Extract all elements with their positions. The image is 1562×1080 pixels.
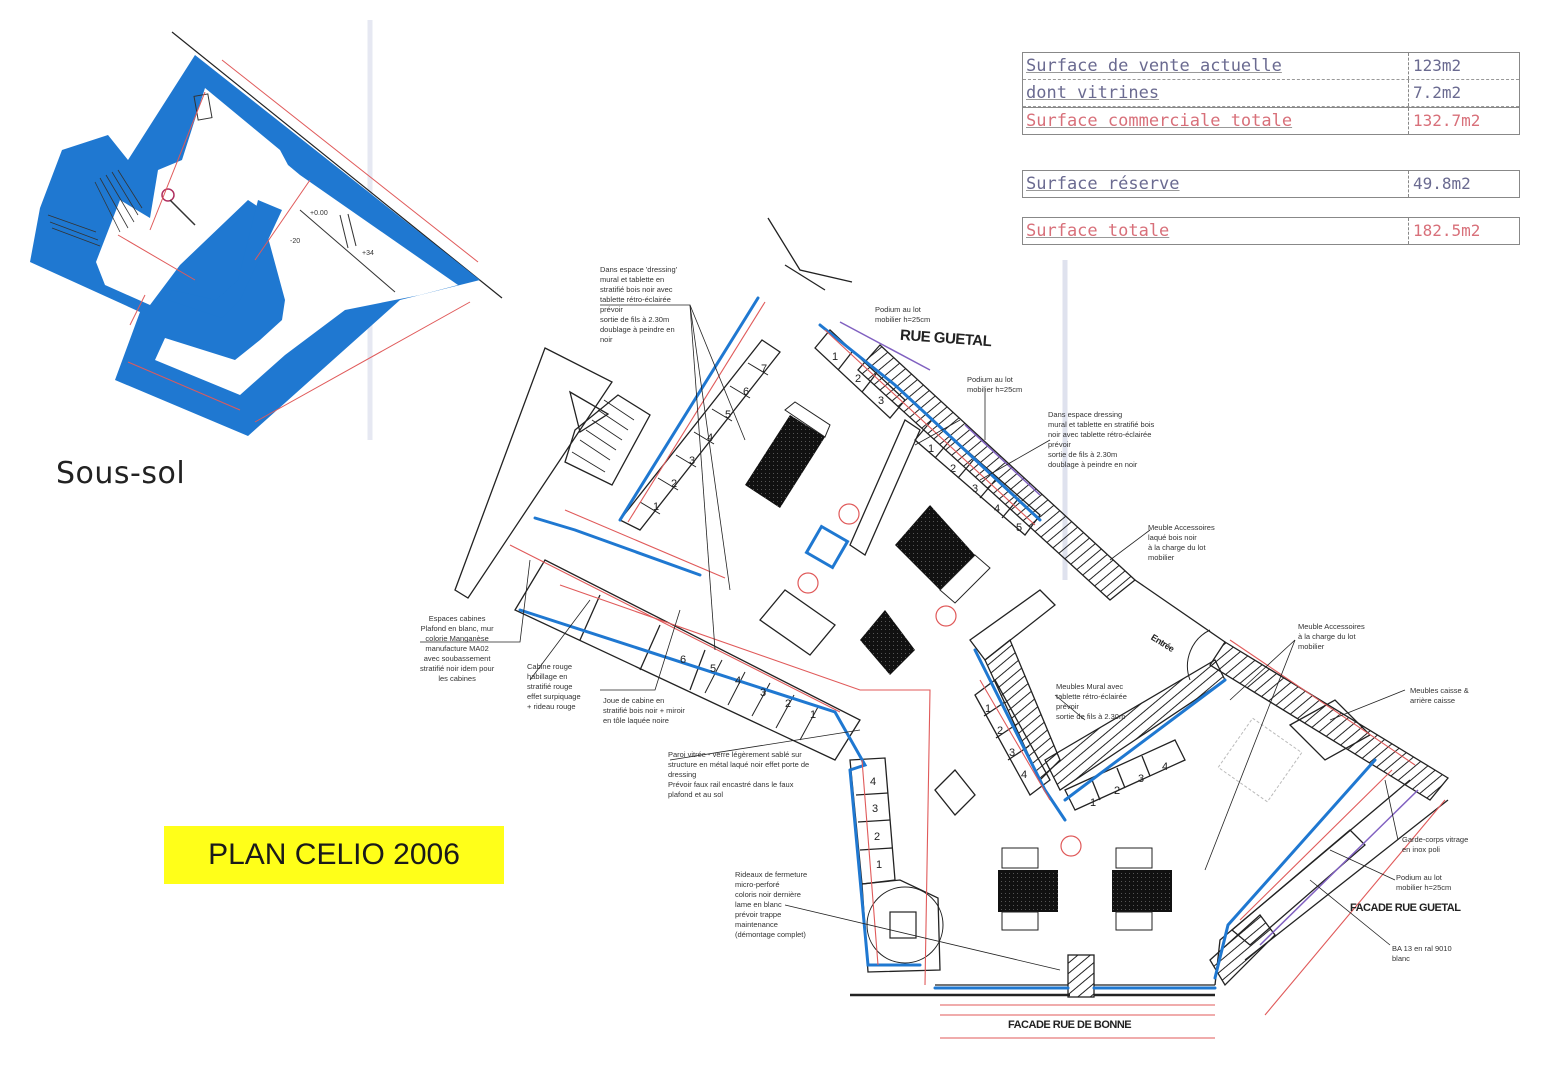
svg-text:5: 5 (710, 663, 716, 675)
note-podium-facade: Podium au lot mobilier h=25cm (1396, 873, 1452, 892)
svg-text:4: 4 (994, 503, 1000, 515)
surface-value-highlight: 132.7m2 (1408, 108, 1519, 134)
display-tables (745, 401, 1172, 931)
svg-text:1: 1 (810, 709, 816, 721)
section-markers (797, 503, 1082, 857)
surface-value: 49.8m2 (1408, 171, 1519, 197)
note-joues-cabine: Joue de cabine en stratifié bois noir + … (603, 696, 685, 725)
svg-text:7: 7 (761, 363, 767, 375)
svg-text:1: 1 (928, 443, 934, 455)
note-espaces-cabines: Espaces cabines Plafond en blanc, mur co… (420, 614, 495, 683)
surface-group-total: Surface totale 182.5m2 (1022, 217, 1520, 245)
street-label-facade-rue-de-bonne: FACADE RUE DE BONNE (1008, 1019, 1132, 1031)
table-row: Surface commerciale totale 132.7m2 (1023, 107, 1519, 134)
svg-text:3: 3 (1009, 747, 1015, 759)
surface-label-highlight: Surface commerciale totale (1026, 111, 1293, 131)
level-minus20: -20 (290, 238, 300, 245)
basement-label: Sous-sol (56, 456, 186, 491)
surface-value-highlight: 182.5m2 (1408, 218, 1519, 244)
svg-text:3: 3 (1138, 773, 1144, 785)
street-label-facade-rue-guetal: FACADE RUE GUETAL (1350, 902, 1461, 914)
svg-text:5: 5 (725, 409, 731, 421)
svg-text:2: 2 (997, 725, 1003, 737)
note-podium-right: Podium au lot mobilier h=25cm (967, 375, 1023, 394)
level-0: +0.00 (310, 210, 328, 217)
surface-value: 7.2m2 (1408, 80, 1519, 106)
svg-text:6: 6 (743, 386, 749, 398)
leader-lines (420, 304, 1406, 971)
note-dressing-left: Dans espace 'dressing' mural et tablette… (600, 265, 678, 344)
svg-text:1: 1 (653, 501, 659, 513)
table-row: Surface de vente actuelle 123m2 (1023, 53, 1519, 80)
note-rideaux: Rideaux de fermeture micro-perforé color… (735, 870, 808, 939)
svg-text:3: 3 (760, 687, 766, 699)
svg-text:3: 3 (972, 483, 978, 495)
note-meubles-caisse: Meubles caisse & arrière caisse (1410, 686, 1469, 705)
table-row: Surface totale 182.5m2 (1023, 218, 1519, 244)
surface-label: Surface réserve (1026, 174, 1180, 194)
level-plus34: +34 (362, 250, 374, 257)
svg-text:6: 6 (680, 654, 686, 666)
svg-text:4: 4 (735, 675, 741, 687)
note-garde-corps: Garde-corps vitrage en inox poli (1402, 835, 1469, 854)
basement-plan (30, 31, 503, 436)
surface-label-highlight: Surface totale (1026, 221, 1170, 241)
red-dimension-lines (509, 301, 1446, 1039)
svg-text:3: 3 (878, 395, 884, 407)
surface-label: dont vitrines (1026, 83, 1160, 103)
svg-text:2: 2 (671, 478, 677, 490)
svg-text:1: 1 (832, 351, 838, 363)
svg-text:2: 2 (950, 463, 956, 475)
svg-text:3: 3 (689, 455, 695, 467)
note-dressing-right: Dans espace dressing mural et tablette e… (1048, 410, 1155, 469)
note-podium-top: Podium au lot mobilier h=25cm (875, 305, 931, 324)
plan-title-text: PLAN CELIO 2006 (208, 838, 460, 871)
svg-text:4: 4 (707, 432, 713, 444)
surface-group-reserve: Surface réserve 49.8m2 (1022, 170, 1520, 198)
svg-text:4: 4 (1162, 761, 1168, 773)
purple-podium-lines (839, 321, 1419, 946)
svg-text:1: 1 (1090, 797, 1096, 809)
blue-walls (518, 296, 1377, 990)
plan-title-badge: PLAN CELIO 2006 (164, 826, 504, 884)
svg-text:4: 4 (1021, 769, 1027, 781)
svg-text:2: 2 (785, 698, 791, 710)
table-row: Surface réserve 49.8m2 (1023, 171, 1519, 197)
surface-label: Surface de vente actuelle (1026, 56, 1282, 76)
ground-floor-plan (454, 217, 1449, 998)
svg-text:5: 5 (1016, 522, 1022, 534)
note-meuble-accessoires-2: Meuble Accessoires à la charge du lot mo… (1298, 622, 1365, 651)
svg-text:1: 1 (985, 703, 991, 715)
svg-text:2: 2 (1114, 785, 1120, 797)
svg-text:2: 2 (874, 831, 880, 843)
note-meuble-accessoires-1: Meuble Accessoires laqué bois noir à la … (1148, 523, 1215, 562)
note-ba13: BA 13 en ral 9010 blanc (1392, 944, 1452, 963)
svg-text:1: 1 (876, 859, 882, 871)
surface-group-sales: Surface de vente actuelle 123m2 dont vit… (1022, 52, 1520, 135)
table-row: dont vitrines 7.2m2 (1023, 80, 1519, 107)
svg-text:2: 2 (855, 373, 861, 385)
note-paroi-vitree: Paroi vitrée - verre légèrement sablé su… (668, 750, 810, 799)
svg-text:4: 4 (870, 776, 876, 788)
note-cabine-rouge: Cabine rouge habillage en stratifié roug… (527, 662, 581, 711)
surface-value: 123m2 (1408, 53, 1519, 79)
note-meuble-mural: Meubles Mural avec tablette rétro-éclair… (1056, 682, 1127, 721)
svg-text:3: 3 (872, 803, 878, 815)
